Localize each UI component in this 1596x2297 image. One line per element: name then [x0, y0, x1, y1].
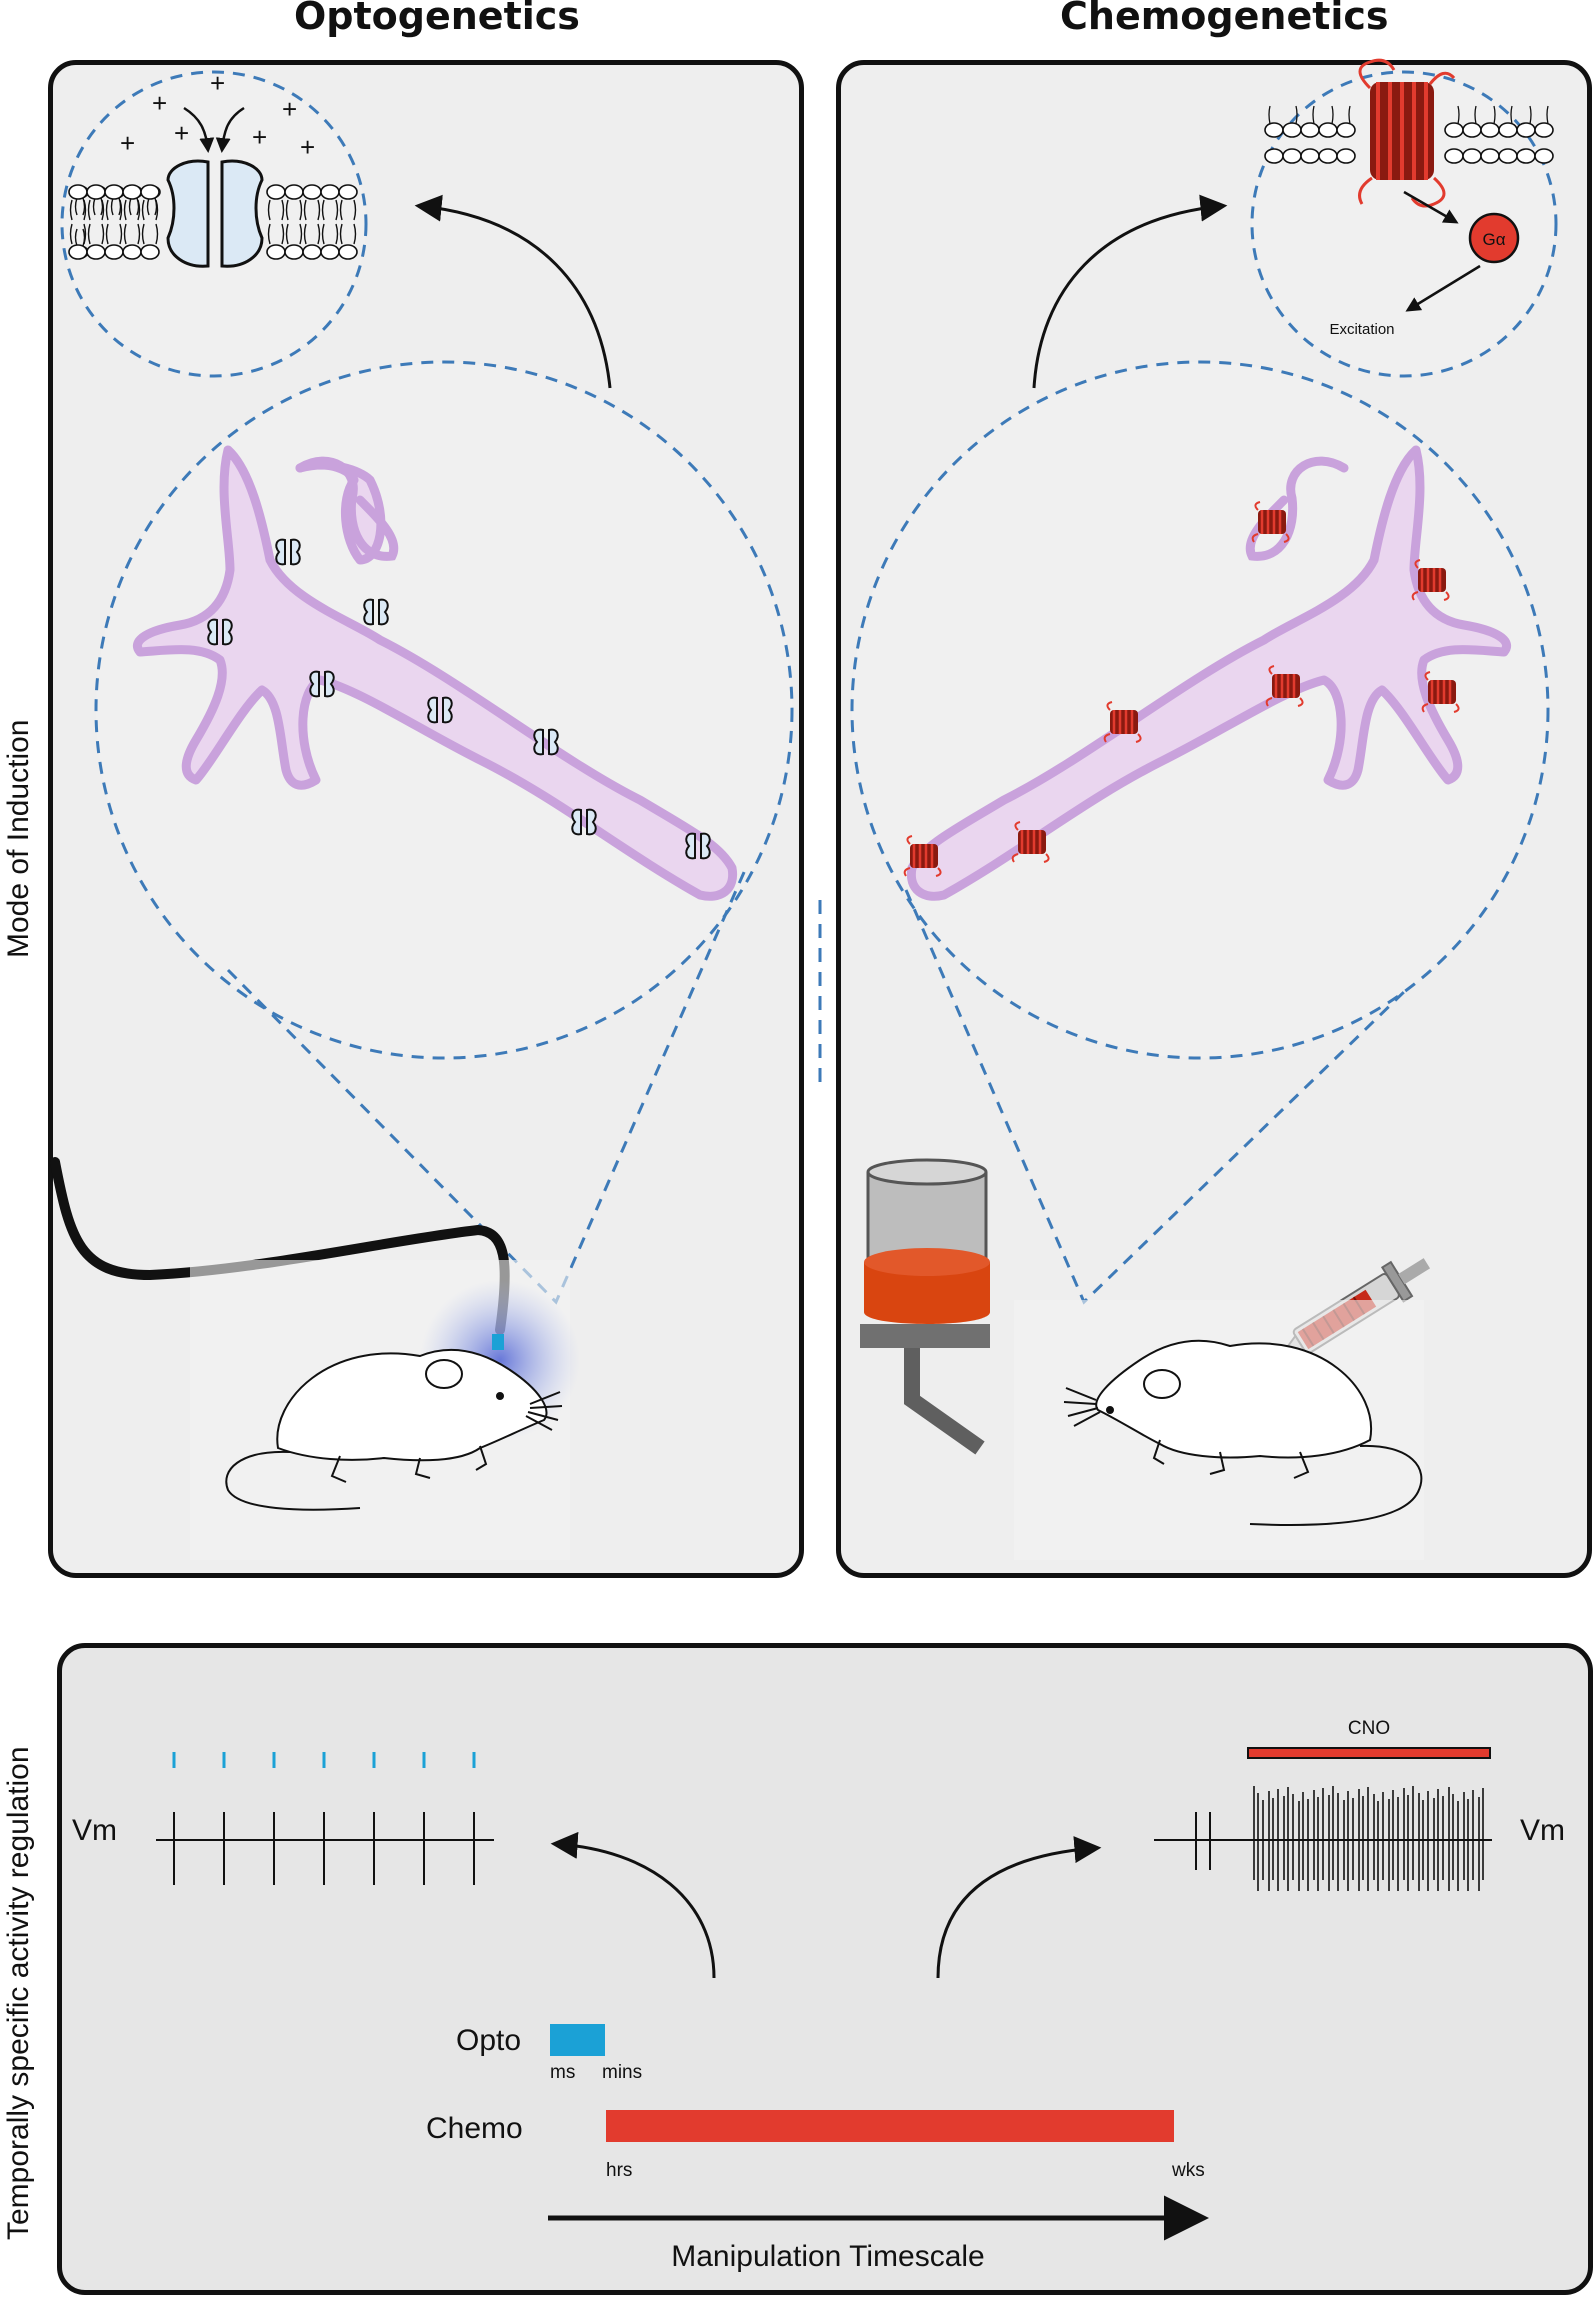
- opto-label: Opto: [456, 2024, 521, 2057]
- optical-fiber: [50, 1157, 510, 1335]
- opto-zoom-circle: [60, 70, 368, 378]
- chemo-mouse-icon: [1063, 1339, 1423, 1526]
- svg-text:+: +: [252, 122, 267, 152]
- svg-text:+: +: [152, 88, 167, 118]
- chemo-zoom-circle: Gα Excitation: [1250, 58, 1558, 378]
- cno-label: CNO: [1348, 1718, 1390, 1739]
- opto-start-label: ms: [550, 2062, 575, 2083]
- chemo-neuron: [906, 445, 1511, 901]
- chemo-trace: [1154, 1747, 1492, 1891]
- manipulation-timescale-label: Manipulation Timescale: [671, 2240, 985, 2273]
- svg-text:+: +: [300, 132, 315, 162]
- opto-zoom-arrow: [414, 194, 612, 389]
- opto-end-label: mins: [602, 2062, 642, 2083]
- opto-trace: [156, 1752, 494, 1885]
- chemo-label: Chemo: [426, 2112, 523, 2145]
- g-alpha-label: Gα: [1482, 230, 1505, 249]
- chemogenetics-title: Chemogenetics: [1060, 0, 1389, 38]
- cno-bar: [1247, 1747, 1491, 1759]
- chemo-trace-arrow: [936, 1836, 1102, 1979]
- opto-timescale-bar: [550, 2024, 605, 2056]
- drinking-bottle-icon: [860, 1158, 990, 1455]
- chemo-end-label: wks: [1171, 2160, 1205, 2181]
- svg-text:+: +: [282, 94, 297, 124]
- opto-trace-arrow: [550, 1831, 716, 1979]
- svg-text:+: +: [174, 118, 189, 148]
- chemo-start-label: hrs: [606, 2160, 632, 2181]
- optogenetics-title: Optogenetics: [294, 0, 580, 38]
- svg-text:+: +: [120, 128, 135, 158]
- chemo-timescale-bar: [606, 2110, 1174, 2142]
- opto-mouse-icon: [225, 1348, 563, 1511]
- opto-membrane-icon: +++ ++++: [68, 68, 358, 268]
- vm-label-left: Vm: [72, 1814, 117, 1847]
- excitation-label: Excitation: [1329, 321, 1394, 338]
- svg-text:+: +: [210, 68, 225, 98]
- vm-label-right: Vm: [1520, 1814, 1565, 1847]
- chemo-zoom-arrow: [1032, 194, 1228, 389]
